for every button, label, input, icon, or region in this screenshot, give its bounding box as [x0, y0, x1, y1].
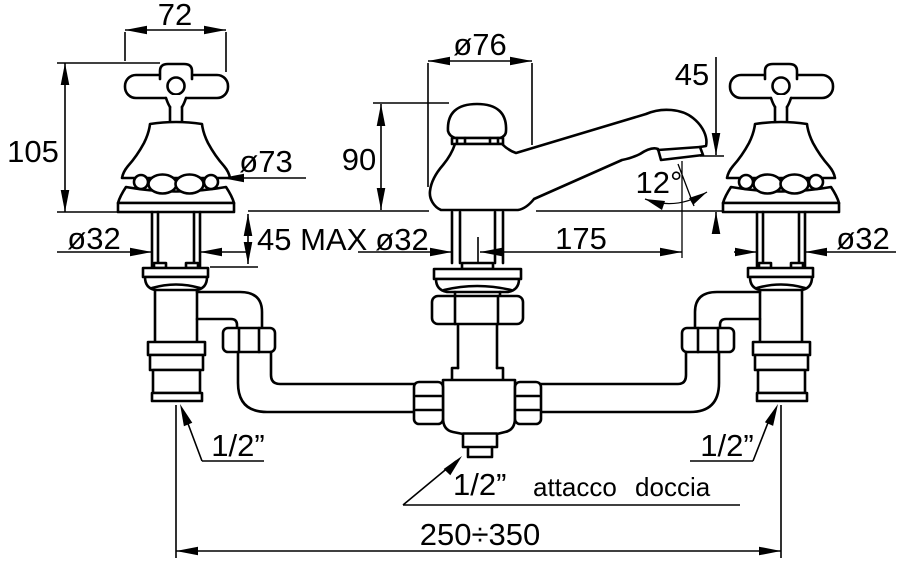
mounting-nut — [430, 294, 525, 326]
dim-handle-diameter: ø73 — [222, 144, 306, 183]
dim-label-shank-right: ø32 — [836, 221, 889, 256]
left-branch-pipe — [195, 290, 417, 414]
deck-reference-lines — [57, 210, 722, 213]
tee-side-nut-right — [513, 380, 543, 426]
right-branch-pipe — [538, 290, 762, 414]
dim-label-body-height: 105 — [7, 134, 59, 169]
spout-body — [428, 108, 708, 212]
dim-shank-left: ø32 — [57, 221, 248, 257]
dim-handle-width: 72 — [124, 0, 227, 72]
dim-spout-angle: 12° — [636, 161, 708, 258]
dim-label-spout-angle: 12° — [636, 165, 683, 200]
dim-spout-height: 90 — [342, 102, 449, 210]
center-tube — [456, 322, 499, 370]
dim-shank-right: ø32 — [734, 221, 896, 257]
dim-label-deck-thickness: 45 MAX — [257, 222, 368, 257]
spout-cap — [446, 102, 508, 140]
tee-side-nut-left — [412, 380, 445, 426]
right-valve-assembly — [721, 62, 841, 403]
label-inlet-left-text: 1/2” — [211, 428, 264, 463]
dim-label-shank-left: ø32 — [67, 221, 120, 256]
dim-center-distance: 250÷350 — [175, 405, 782, 558]
aerator — [656, 145, 702, 152]
dim-label-shank-center: ø32 — [375, 222, 428, 257]
left-valve-assembly — [116, 62, 236, 403]
label-inlet-left: 1/2” — [180, 404, 265, 463]
dim-label-handle-diameter: ø73 — [239, 144, 292, 179]
dim-label-tip-height: 45 — [675, 57, 709, 92]
label-inlet-right: 1/2” — [690, 404, 778, 463]
dim-label-spout-height: 90 — [342, 142, 376, 177]
tee-top-stub — [450, 366, 505, 382]
dim-label-handle-width: 72 — [158, 0, 192, 32]
label-inlet-right-text: 1/2” — [700, 428, 753, 463]
dim-cap-diameter: ø76 — [427, 27, 533, 187]
spout-shank — [450, 210, 505, 265]
center-spout-column — [430, 210, 525, 326]
label-shower-connection: 1/2” attacco doccia — [402, 456, 740, 506]
dim-label-spout-reach: 175 — [555, 221, 607, 256]
dim-spout-reach: 175 — [477, 221, 682, 263]
tee-body — [441, 378, 517, 459]
spout — [428, 102, 708, 212]
dim-body-height: 105 — [7, 62, 160, 212]
label-shower-note: attacco doccia — [533, 472, 711, 502]
left-union-nut — [221, 326, 277, 354]
tee-fitting — [412, 322, 543, 459]
shower-outlet-stub — [461, 432, 499, 449]
dim-tip-height: 45 — [675, 57, 724, 234]
right-union-nut — [680, 326, 736, 354]
dim-label-center-distance: 250÷350 — [420, 517, 540, 552]
dim-deck-thickness: 45 MAX — [210, 214, 368, 268]
dim-label-cap-diameter: ø76 — [453, 27, 506, 62]
label-shower-size: 1/2” — [453, 467, 506, 502]
dim-shank-center: ø32 — [358, 222, 452, 257]
washer-flange — [432, 267, 523, 281]
